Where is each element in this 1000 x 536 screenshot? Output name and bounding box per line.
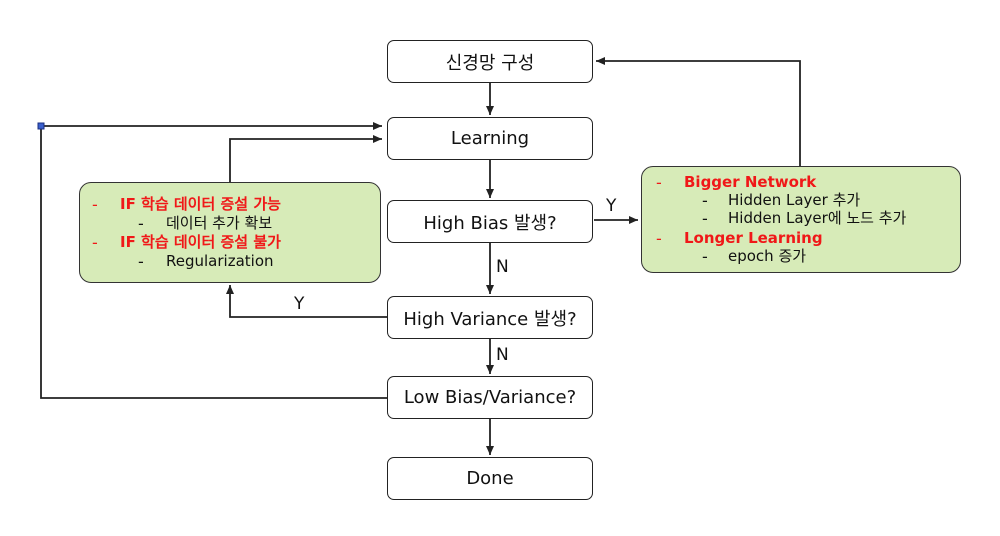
note-add-data: 데이터 추가 확보 <box>166 214 273 232</box>
junction-marker <box>37 122 45 130</box>
bullet-dash: - <box>656 229 662 248</box>
node-done: Done <box>387 457 593 500</box>
arrow-high-variance-to-regularization <box>226 285 387 318</box>
note-bigger-network: Bigger Network <box>684 173 817 191</box>
note-longer-learning: Longer Learning <box>684 229 823 247</box>
note-if-no-more-data: IF 학습 데이터 증설 불가 <box>120 233 281 251</box>
edge-label-variance-yes: Y <box>294 294 305 314</box>
arrow-regularization-to-learning <box>229 135 382 182</box>
node-high-bias: High Bias 발생? <box>387 200 593 243</box>
arrow-low-bias-loop-to-learning <box>40 122 387 399</box>
bullet-dash: - <box>656 173 662 192</box>
node-construct-network: 신경망 구성 <box>387 40 593 83</box>
note-high-variance-remedies: - IF 학습 데이터 증설 가능 - 데이터 추가 확보 - IF 학습 데이… <box>79 182 381 283</box>
note-if-more-data: IF 학습 데이터 증설 가능 <box>120 195 281 213</box>
node-low-bias-variance: Low Bias/Variance? <box>387 376 593 419</box>
bullet-dash: - <box>92 195 98 214</box>
sub-bullet-dash: - <box>702 191 708 210</box>
sub-bullet-dash: - <box>702 247 708 266</box>
sub-bullet-dash: - <box>702 209 708 228</box>
edge-label-bias-yes: Y <box>606 196 617 216</box>
edge-label-bias-no: N <box>496 257 509 277</box>
note-more-epochs: epoch 증가 <box>728 247 807 265</box>
node-learning: Learning <box>387 117 593 160</box>
note-add-nodes: Hidden Layer에 노드 추가 <box>728 209 907 227</box>
node-high-variance: High Variance 발생? <box>387 296 593 339</box>
sub-bullet-dash: - <box>138 214 144 233</box>
note-add-hidden-layer: Hidden Layer 추가 <box>728 191 861 209</box>
note-high-bias-remedies: - Bigger Network - Hidden Layer 추가 - Hid… <box>641 166 961 273</box>
sub-bullet-dash: - <box>138 252 144 271</box>
note-regularization: Regularization <box>166 252 274 270</box>
arrow-bigger-network-to-construct <box>596 57 801 166</box>
edge-label-variance-no: N <box>496 345 509 365</box>
bullet-dash: - <box>92 233 98 252</box>
